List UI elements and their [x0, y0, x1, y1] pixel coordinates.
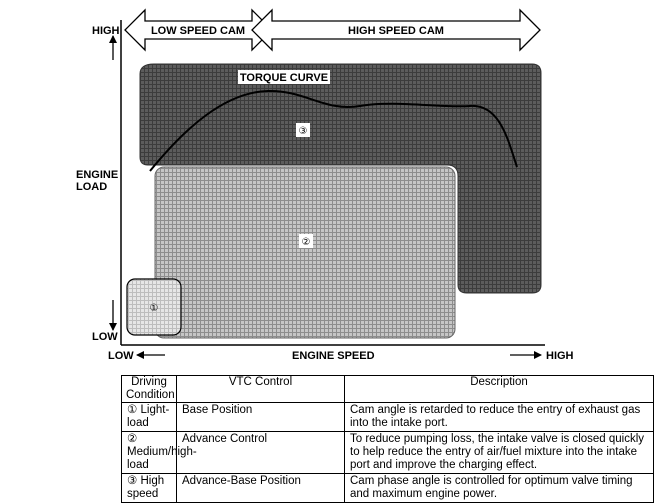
region-2-marker: ②: [302, 237, 311, 248]
y-axis-title-line2: LOAD: [76, 181, 107, 193]
torque-curve-label: TORQUE CURVE: [240, 72, 328, 84]
high-speed-cam-arrow: [251, 8, 541, 52]
x-axis-title: ENGINE SPEED: [292, 350, 375, 362]
low-speed-cam-label: LOW SPEED CAM: [151, 25, 245, 37]
cell-condition: ② Medium/high-load: [121, 431, 197, 474]
y-axis-low-label: LOW: [92, 331, 118, 343]
y-axis-title-line1: ENGINE: [76, 169, 118, 181]
cell-control: Base Position: [176, 402, 345, 432]
x-axis-high-label: HIGH: [546, 350, 574, 362]
cell-control: Advance-Base Position: [176, 473, 345, 503]
table-header-row: Driving Condition VTC Control Descriptio…: [121, 375, 654, 403]
torque-curve-label-bg: [238, 70, 330, 84]
header-description: Description: [344, 375, 654, 403]
region-3-marker: ③: [299, 126, 308, 137]
x-axis-low-label: LOW: [108, 350, 134, 362]
header-driving-condition: Driving Condition: [121, 375, 177, 403]
cell-description: To reduce pumping loss, the intake valve…: [344, 431, 654, 474]
cell-condition: ③ High speed: [121, 473, 177, 503]
region-2-marker-bg: [299, 234, 313, 248]
region-2-medium-high-load: [154, 166, 456, 339]
vtc-operating-diagram: HIGH ENGINE LOAD LOW LOW ENGINE SPEED HI…: [76, 8, 574, 362]
region-1-marker: ①: [150, 303, 159, 314]
high-speed-cam-label: HIGH SPEED CAM: [348, 25, 444, 37]
cell-description: Cam angle is retarded to reduce the entr…: [344, 402, 654, 432]
cell-description: Cam phase angle is controlled for optimu…: [344, 473, 654, 503]
y-axis-high-label: HIGH: [92, 25, 120, 37]
region-3-high-speed: [139, 63, 542, 294]
table-row: ① Light-load Base Position Cam angle is …: [121, 402, 654, 432]
cell-control: Advance Control: [176, 431, 345, 474]
cell-condition: ① Light-load: [121, 402, 177, 432]
table-row: ② Medium/high-load Advance Control To re…: [121, 431, 654, 474]
vtc-control-table: Driving Condition VTC Control Descriptio…: [121, 375, 654, 503]
region-1-light-load: [126, 278, 182, 336]
region-3-marker-bg: [296, 123, 310, 137]
torque-curve: [149, 89, 518, 172]
header-vtc-control: VTC Control: [176, 375, 345, 403]
table-row: ③ High speed Advance-Base Position Cam p…: [121, 473, 654, 503]
